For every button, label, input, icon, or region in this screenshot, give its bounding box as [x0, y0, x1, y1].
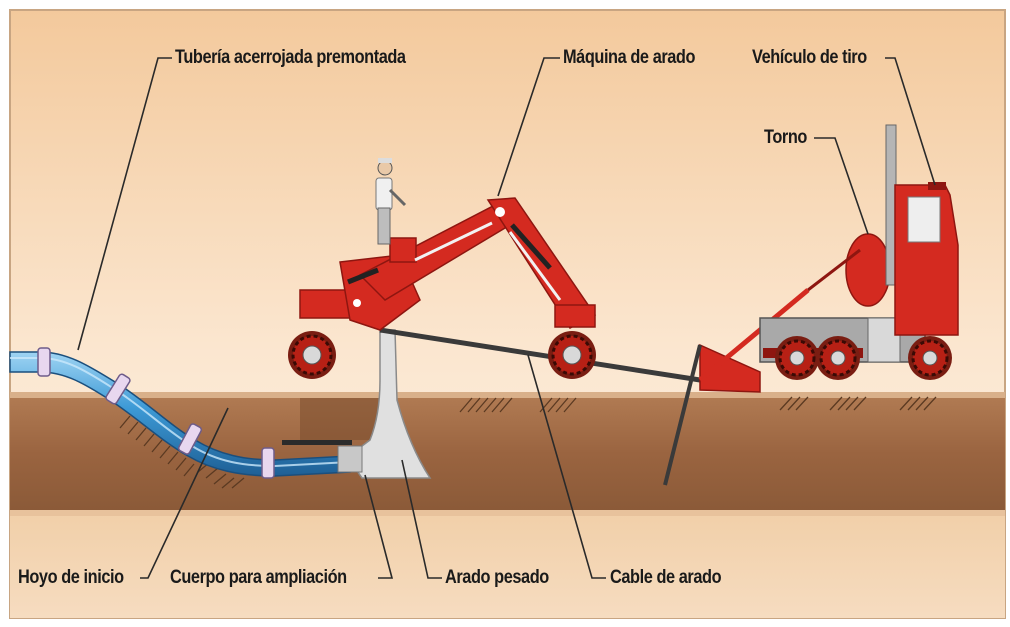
label-cuerpo-para-ampliacion: Cuerpo para ampliación [170, 567, 347, 588]
ground-surface [10, 392, 1005, 400]
tow-vehicle-wheels [775, 336, 952, 380]
label-vehiculo-de-tiro: Vehículo de tiro [752, 47, 867, 68]
leader-lines [77, 57, 936, 579]
expander-cone [337, 445, 363, 473]
bottom-band-light [10, 510, 1005, 516]
label-torno: Torno [764, 127, 807, 148]
soil-hatching [119, 396, 937, 489]
trench [280, 398, 380, 440]
operator-figure [375, 158, 407, 245]
label-tuberia-acerrojada: Tubería acerrojada premontada [175, 47, 406, 68]
label-cable-de-arado: Cable de arado [610, 567, 722, 588]
winch-drum [845, 233, 891, 307]
pipe [9, 347, 352, 479]
plow-machine-wheels [288, 331, 596, 379]
plow-cable [379, 327, 701, 383]
hydraulic-cylinders [347, 223, 552, 285]
plow-machine-details [414, 221, 562, 301]
bottom-band [10, 510, 1005, 618]
pipe-couplings [37, 347, 275, 479]
tow-anchor [663, 288, 810, 486]
label-maquina-de-arado: Máquina de arado [563, 47, 696, 68]
label-hoyo-de-inicio: Hoyo de inicio [18, 567, 124, 588]
label-arado-pesado: Arado pesado [445, 567, 549, 588]
